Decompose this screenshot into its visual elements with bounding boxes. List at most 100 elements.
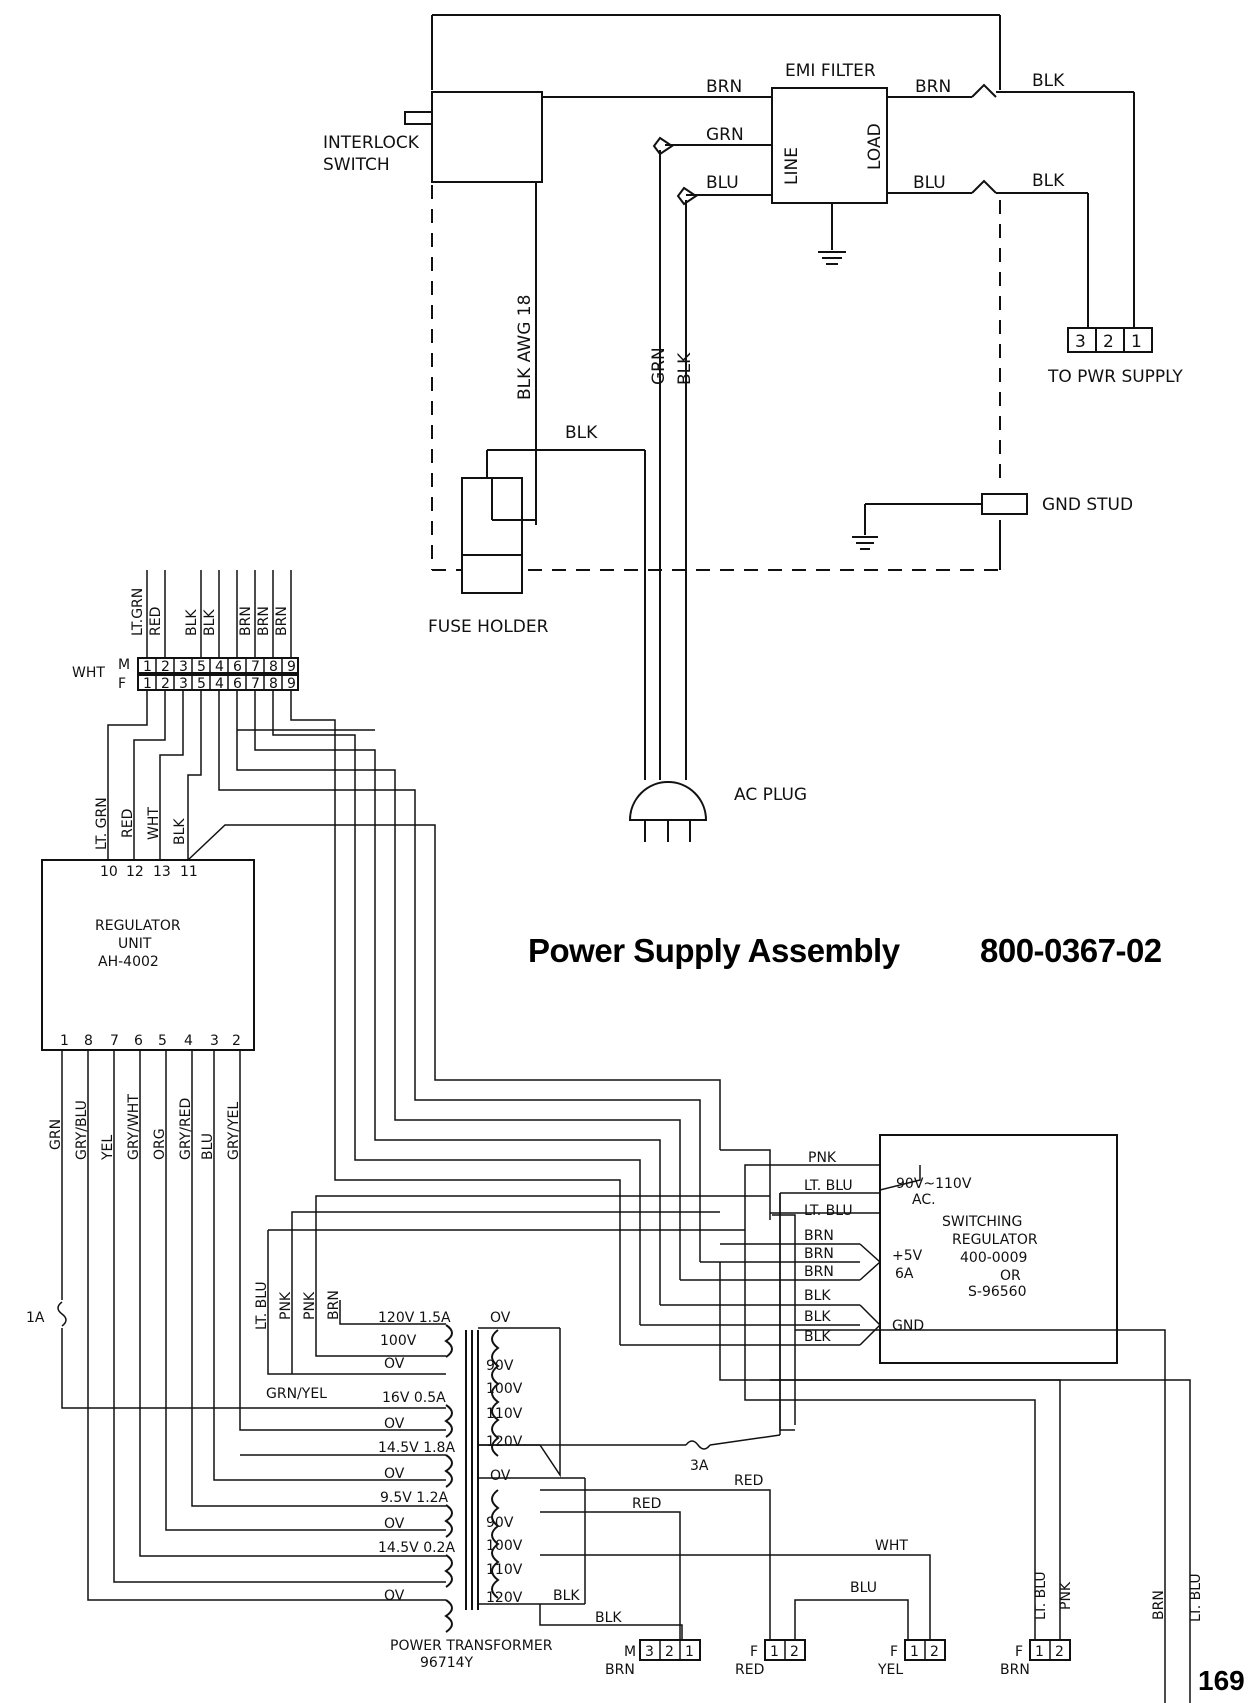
page-number: 169 (1198, 1665, 1245, 1696)
switching-regulator: SWITCHING REGULATOR 400-0009 OR S-96560 … (620, 1134, 1118, 1431)
sec-14v5-b: 14.5V 0.2A (378, 1540, 455, 1556)
gnd-stud-label: GND STUD (1042, 495, 1133, 515)
tr-grn-yel: GRN/YEL (266, 1386, 327, 1402)
f-pin-1: 1 (143, 676, 152, 692)
interlock-label: INTERLOCK (323, 133, 420, 153)
reg-bot-grn: GRN (48, 1119, 64, 1150)
conn-wire-red: RED (148, 607, 164, 636)
reg-bot-gryred: GRY/RED (178, 1098, 194, 1160)
sw-wire-blk1: BLK (804, 1288, 831, 1304)
tr-name2: 96714Y (420, 1655, 474, 1671)
ac-plug (628, 781, 708, 821)
conn-wire-brn2: BRN (256, 606, 272, 636)
sec-0v-a: OV (384, 1356, 405, 1372)
reg-pin-7: 7 (110, 1033, 119, 1049)
bc1-pin-1: 1 (685, 1644, 694, 1660)
bc1-m: M (624, 1644, 636, 1660)
tr-left-brn: BRN (326, 1290, 342, 1320)
blu-label: BLU (706, 173, 739, 193)
reg-top-ltgrn: LT. GRN (94, 797, 110, 850)
sw-wire-ltblu1: LT. BLU (804, 1178, 853, 1194)
reg-bot-grybl: GRY/BLU (74, 1100, 90, 1160)
m-pin-9: 9 (287, 659, 296, 675)
reg-bot-yel: YEL (100, 1135, 116, 1161)
bc2-pin-1: 1 (770, 1644, 779, 1660)
fuse-holder (461, 449, 646, 780)
reg-pin-1: 1 (60, 1033, 69, 1049)
pwr-pin-1: 1 (1131, 332, 1142, 352)
pri-top-110v: 110V (486, 1406, 523, 1422)
f-pin-4: 4 (215, 676, 224, 692)
emi-filter (771, 87, 888, 204)
sw-wire-blk2: BLK (804, 1309, 831, 1325)
conn-wire-ltgrn: LT.GRN (130, 588, 146, 636)
top-section: INTERLOCK SWITCH EMI FILTER LINE LOAD BR… (323, 14, 1183, 842)
f-pin-9: 9 (287, 676, 296, 692)
f-pin-6: 6 (233, 676, 242, 692)
bc4-f: F (1015, 1644, 1023, 1660)
regulator-line3: AH-4002 (98, 954, 159, 970)
bc4-under: BRN (1000, 1662, 1030, 1678)
sw-wire-blk3: BLK (804, 1329, 831, 1345)
reg-pin-3: 3 (210, 1033, 219, 1049)
brn-out-label: BRN (915, 77, 951, 97)
bc2-under: RED (735, 1662, 764, 1678)
f-pin-8: 8 (269, 676, 278, 692)
reg-pin-5: 5 (158, 1033, 167, 1049)
sw-ac2: AC. (912, 1192, 936, 1208)
bottom-connector-4: F 1 2 BRN (1000, 1639, 1071, 1678)
bottom-connector-3: F 1 2 YEL (877, 1639, 946, 1678)
tr-name1: POWER TRANSFORMER (390, 1638, 553, 1654)
bc2-f: F (750, 1644, 758, 1660)
regulator-line2: UNIT (118, 936, 152, 952)
ac-plug-label: AC PLUG (734, 785, 807, 805)
sec-0v-b: OV (384, 1416, 405, 1432)
sw-line1: SWITCHING (942, 1214, 1022, 1230)
pri-top-100v: 100V (486, 1381, 523, 1397)
brn-label: BRN (706, 77, 742, 97)
sw-line3: 400-0009 (960, 1250, 1027, 1266)
reg-pin-11: 11 (180, 864, 198, 880)
bc3-f: F (890, 1644, 898, 1660)
f-pin-3: 3 (179, 676, 188, 692)
reg-pin-13: 13 (153, 864, 171, 880)
sw-wire-brn2: BRN (804, 1246, 834, 1262)
fuse-1a: 1A (26, 1310, 45, 1326)
sec-100v: 100V (380, 1333, 417, 1349)
sw-amps: 6A (895, 1266, 914, 1282)
reg-pin-8: 8 (84, 1033, 93, 1049)
load-label: LOAD (865, 123, 885, 170)
sw-line4: OR (1000, 1268, 1021, 1284)
sw-wire-brn3: BRN (804, 1264, 834, 1280)
pri-bot-110v: 110V (486, 1562, 523, 1578)
sw-wire-ltblu2: LT. BLU (804, 1203, 853, 1219)
tr-right-brn: BRN (1151, 1590, 1167, 1620)
reg-bot-blu: BLU (200, 1133, 216, 1160)
m-pin-5: 5 (197, 659, 206, 675)
pri-top-90v: 90V (486, 1358, 514, 1374)
reg-pin-10: 10 (100, 864, 118, 880)
sec-120v: 120V 1.5A (378, 1310, 451, 1326)
m-pin-6: 6 (233, 659, 242, 675)
reg-pin-12: 12 (126, 864, 144, 880)
tr-left-ltblu: LT. BLU (254, 1281, 270, 1330)
fuse-3a: 3A (690, 1458, 709, 1474)
tr-blu: BLU (850, 1580, 877, 1596)
reg-pin-4: 4 (184, 1033, 193, 1049)
emi-filter-label: EMI FILTER (785, 61, 876, 81)
reg-bot-grywht: GRY/WHT (126, 1094, 142, 1160)
grn-label: GRN (706, 125, 744, 145)
conn-wire-blk2: BLK (202, 609, 218, 636)
blk-out2-label: BLK (1032, 171, 1065, 191)
bc1-pin-3: 3 (645, 1644, 654, 1660)
f-pin-2: 2 (161, 676, 170, 692)
conn-wire-blk1: BLK (184, 609, 200, 636)
m-pin-3: 3 (179, 659, 188, 675)
to-pwr-supply-label: TO PWR SUPPLY (1047, 367, 1183, 387)
sw-plus5: +5V (892, 1248, 923, 1264)
regulator-line1: REGULATOR (95, 918, 181, 934)
bc2-pin-2: 2 (790, 1644, 799, 1660)
harness-wires (218, 690, 701, 1345)
m-pin-2: 2 (161, 659, 170, 675)
tr-wht: WHT (875, 1538, 908, 1554)
